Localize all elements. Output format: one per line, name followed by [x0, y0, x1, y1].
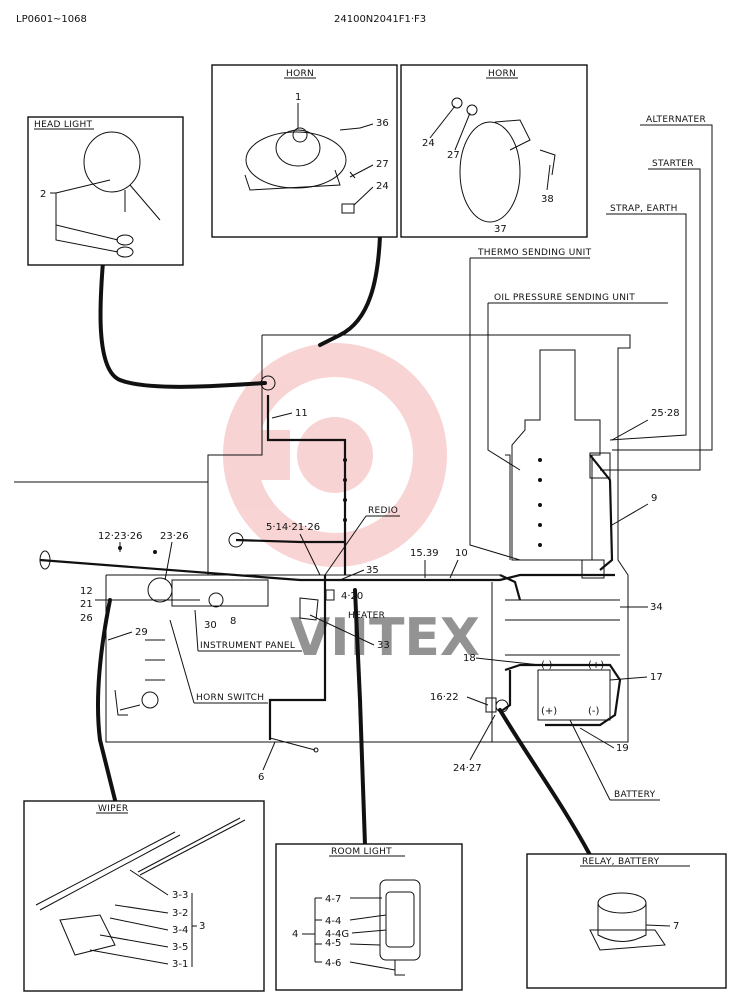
part-number: 4-4G [325, 929, 349, 940]
part-number: 18 [463, 653, 476, 664]
part-number: 3-3 [172, 890, 188, 901]
horn-left-title: HORN [286, 69, 314, 79]
connectors [118, 458, 542, 554]
battery-terminal: (+) [541, 706, 557, 717]
part-number: 19 [616, 743, 629, 754]
part-number: 3-4 [172, 925, 188, 936]
part-number: 4-7 [325, 894, 341, 905]
part-number: 12 [80, 586, 93, 597]
alternater-label: ALTERNATER [646, 115, 706, 125]
room-light-lamp-icon [379, 879, 421, 961]
redio-label: REDIO [368, 506, 398, 516]
part-number: 5·14·21·26 [266, 522, 320, 533]
header-left-code: LP0601~1068 [16, 14, 87, 25]
part-number: 27 [447, 150, 460, 161]
part-number: 9 [651, 493, 657, 504]
part-number: 3-5 [172, 942, 188, 953]
part-number: 27 [376, 159, 389, 170]
part-number: 38 [541, 194, 554, 205]
room-light-box: ROOM LIGHT 4 4-7 4-4 4-4G 4-5 4-6 [275, 843, 463, 991]
battery-terminal: (+) [588, 660, 604, 671]
thermo-label: THERMO SENDING UNIT [477, 248, 592, 258]
battery-terminal: (-) [588, 706, 600, 717]
strap-earth-label: STRAP, EARTH [610, 204, 678, 214]
relay-battery-title: RELAY, BATTERY [582, 857, 660, 867]
head-light-box: HEAD LIGHT 2 [27, 116, 184, 266]
part-number: 33 [377, 640, 390, 651]
part-number: 2 [40, 189, 46, 200]
relay-battery-box: RELAY, BATTERY 7 [526, 853, 727, 989]
horn-disc-icon [459, 121, 521, 223]
part-number: 3 [199, 921, 205, 932]
part-number: 4·20 [341, 591, 363, 602]
room-light-title: ROOM LIGHT [331, 847, 392, 857]
part-number: 16·22 [430, 692, 459, 703]
head-light-title: HEAD LIGHT [34, 120, 93, 130]
watermark-text: VIITEX [290, 608, 480, 668]
part-number: 34 [650, 602, 663, 613]
horn-left-box: HORN 1 36 27 24 [211, 64, 398, 238]
battery-shape [537, 669, 611, 721]
part-number: 3-1 [172, 959, 188, 970]
part-number: 36 [376, 118, 389, 129]
part-number: 24 [376, 181, 389, 192]
part-number: 24·27 [453, 763, 482, 774]
wiper-title: WIPER [98, 804, 128, 814]
part-number: 6 [258, 772, 264, 783]
part-number: 35 [366, 565, 379, 576]
instrument-panel-label: INSTRUMENT PANEL [200, 641, 295, 651]
middle-labels: 11 12·23·26 23·26 REDIO 5·14·21·26 15.39… [39, 375, 468, 783]
part-number: 7 [673, 921, 679, 932]
horn-switch-label: HORN SWITCH [196, 693, 264, 703]
horn-right-title: HORN [488, 69, 516, 79]
part-number: 26 [80, 613, 93, 624]
part-number: 12·23·26 [98, 531, 143, 542]
battery-area: 18 (-) (+) (+) (-) 17 34 16·22 24·27 19 … [430, 602, 663, 801]
part-number: 15.39 [410, 548, 439, 559]
starter-label: STARTER [652, 159, 694, 169]
wiper-blade-icon [137, 817, 246, 876]
instrument-panel-shape [171, 579, 269, 607]
part-number: 21 [80, 599, 93, 610]
part-number: 4-4 [325, 916, 341, 927]
part-number: 4-5 [325, 938, 341, 949]
part-number: 1 [295, 92, 301, 103]
battery-terminal: (-) [541, 660, 553, 671]
part-number: 25·28 [651, 408, 680, 419]
part-number: 23·26 [160, 531, 189, 542]
part-number: 3-2 [172, 908, 188, 919]
part-number: 4-6 [325, 958, 341, 969]
header-center-code: 24100N2041F1·F3 [334, 14, 426, 25]
main-harness [39, 234, 622, 857]
right-callouts: ALTERNATER STARTER STRAP, EARTH THERMO S… [469, 115, 713, 579]
horn-right-box: HORN 24 27 38 37 [400, 64, 588, 238]
part-number: 10 [455, 548, 468, 559]
oil-pressure-label: OIL PRESSURE SENDING UNIT [494, 293, 635, 303]
wiper-box: WIPER 3-3 3-2 3-4 3 3-5 3-1 [23, 800, 265, 992]
part-number: 11 [295, 408, 308, 419]
heater-label: HEATER [348, 611, 385, 621]
part-number: 17 [650, 672, 663, 683]
part-number: 24 [422, 138, 435, 149]
part-number: 4 [292, 929, 298, 940]
battery-label: BATTERY [614, 790, 656, 800]
horn-icon [245, 131, 347, 189]
part-number: 30 [204, 620, 217, 631]
part-number: 37 [494, 224, 507, 235]
part-number: 8 [230, 616, 236, 627]
head-light-lamp-icon [83, 131, 141, 193]
part-number: 29 [135, 627, 148, 638]
